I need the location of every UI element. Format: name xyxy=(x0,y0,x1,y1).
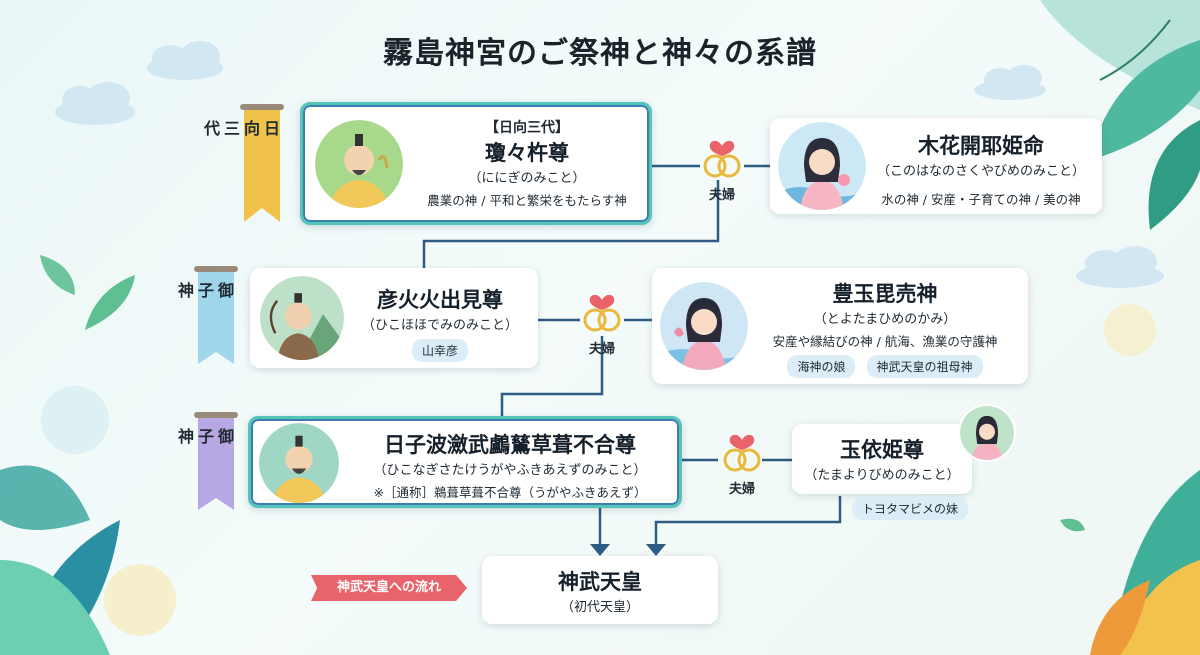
toyotama-portrait-icon xyxy=(660,282,748,370)
ninigi-name: 瓊々杵尊 xyxy=(485,141,569,165)
konohana-role: 水の神 / 安産・子育ての神 / 美の神 xyxy=(881,192,1081,207)
toyotama-role: 安産や縁結びの神 / 航海、漁業の守護神 xyxy=(772,334,998,349)
leaf-cluster-top-right xyxy=(1040,0,1200,230)
tamayori-badge-wrap: トヨタマビメの妹 xyxy=(852,497,969,520)
generation-label: 御子神 xyxy=(175,428,234,444)
tamayori-relation-badge: トヨタマビメの妹 xyxy=(852,497,969,520)
deity-card-konohana[interactable]: 木花開耶姫命 （このはなのさくやびめのみこと） 水の神 / 安産・子育ての神 /… xyxy=(770,118,1102,214)
jimmu-subtitle: （初代天皇） xyxy=(560,600,639,615)
deity-card-hikohoho[interactable]: 彦火火出見尊 （ひこほほでみのみこと） 山幸彦 xyxy=(250,268,538,368)
jimmu-name: 神武天皇 xyxy=(558,570,642,594)
hikohoho-name: 彦火火出見尊 xyxy=(377,288,503,312)
deity-card-tamayori[interactable]: 玉依姫尊 （たまよりびめのみこと） xyxy=(792,424,972,494)
deity-card-ninigi[interactable]: 【日向三代】 瓊々杵尊 （ににぎのみこと） 農業の神 / 平和と繁栄をもたらす神 xyxy=(300,102,652,225)
ugaya-reading: （ひこなぎさたけうがやふきあえずのみこと） xyxy=(373,463,647,478)
tamayori-reading: （たまよりびめのみこと） xyxy=(804,468,960,483)
ring-icon xyxy=(703,154,727,178)
ugaya-portrait-icon xyxy=(259,423,339,503)
page-title: 霧島神宮のご祭神と神々の系譜 xyxy=(383,36,817,71)
arrow-down-icon xyxy=(646,544,666,556)
couple-label: 夫婦 xyxy=(728,482,755,497)
ring-icon xyxy=(583,308,607,332)
heart-icon xyxy=(729,434,755,450)
deity-card-jimmu[interactable]: 神武天皇 （初代天皇） xyxy=(482,556,718,624)
deity-card-toyotama[interactable]: 豊玉毘売神 （とよたまひめのかみ） 安産や縁結びの神 / 航海、漁業の守護神 海… xyxy=(652,268,1028,384)
cloud-icon xyxy=(55,41,1164,288)
tamayori-portrait-icon xyxy=(958,404,1016,462)
couple-symbol: 夫婦 xyxy=(572,286,632,357)
ring-icon xyxy=(723,448,747,472)
hikohoho-portrait-icon xyxy=(260,276,344,360)
ring-icon xyxy=(717,154,741,178)
ninigi-reading: （ににぎのみこと） xyxy=(468,171,586,186)
flow-to-jimmu-tag: 神武天皇への流れ xyxy=(311,575,467,601)
ninigi-generation-tag: 【日向三代】 xyxy=(485,120,569,136)
ugaya-note: ※［通称］鵜葺草葺不合尊（うがやふきあえず） xyxy=(373,485,647,500)
ring-icon xyxy=(737,448,761,472)
konohana-name: 木花開耶姫命 xyxy=(918,134,1044,158)
ring-icon xyxy=(597,308,621,332)
deity-card-ugaya[interactable]: 日子波瀲武鸕鶿草葺不合尊 （ひこなぎさたけうがやふきあえずのみこと） ※［通称］… xyxy=(248,416,682,508)
heart-icon xyxy=(709,140,735,156)
toyotama-badge-sea-god-daughter: 海神の娘 xyxy=(787,355,856,378)
couple-symbol: 夫婦 xyxy=(712,426,772,497)
leaf-cluster-bottom-right xyxy=(1060,304,1200,655)
ugaya-name: 日子波瀲武鸕鶿草葺不合尊 xyxy=(384,433,636,457)
toyotama-reading: （とよたまひめのかみ） xyxy=(813,312,957,327)
hikohoho-reading: （ひこほほでみのみこと） xyxy=(361,318,518,333)
ninigi-portrait-icon xyxy=(315,120,403,208)
couple-label: 夫婦 xyxy=(588,342,615,357)
toyotama-name: 豊玉毘売神 xyxy=(832,282,938,306)
ninigi-role: 農業の神 / 平和と繁栄をもたらす神 xyxy=(427,193,627,208)
konohana-portrait-icon xyxy=(778,122,866,210)
konohana-reading: （このはなのさくやびめのみこと） xyxy=(876,164,1085,179)
heart-icon xyxy=(589,294,615,310)
leaf-cluster-left xyxy=(0,255,176,655)
tamayori-name: 玉依姫尊 xyxy=(840,438,924,462)
arrow-down-icon xyxy=(590,544,610,556)
generation-label: 御子神 xyxy=(175,282,234,298)
hikohoho-alias-badge: 山幸彦 xyxy=(411,339,468,362)
toyotama-badge-jimmu-grandmother: 神武天皇の祖母神 xyxy=(866,355,983,378)
generation-label: 日向三代 xyxy=(201,120,280,136)
couple-symbol: 夫婦 xyxy=(692,132,752,203)
couple-label: 夫婦 xyxy=(708,188,735,203)
